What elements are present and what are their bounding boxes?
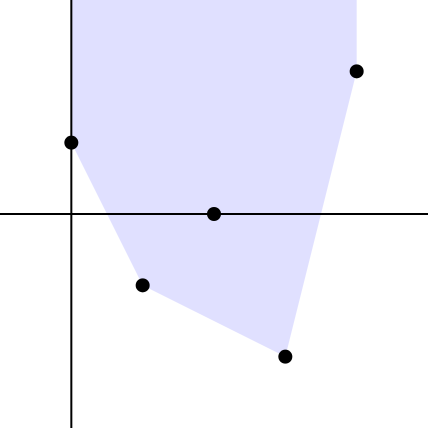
point [64, 135, 79, 150]
point [278, 349, 293, 364]
point [349, 64, 364, 79]
points-layer [64, 64, 364, 364]
point [207, 207, 221, 221]
feasible-region-layer [71, 0, 357, 357]
point [135, 278, 150, 293]
shaded-region [71, 0, 357, 357]
